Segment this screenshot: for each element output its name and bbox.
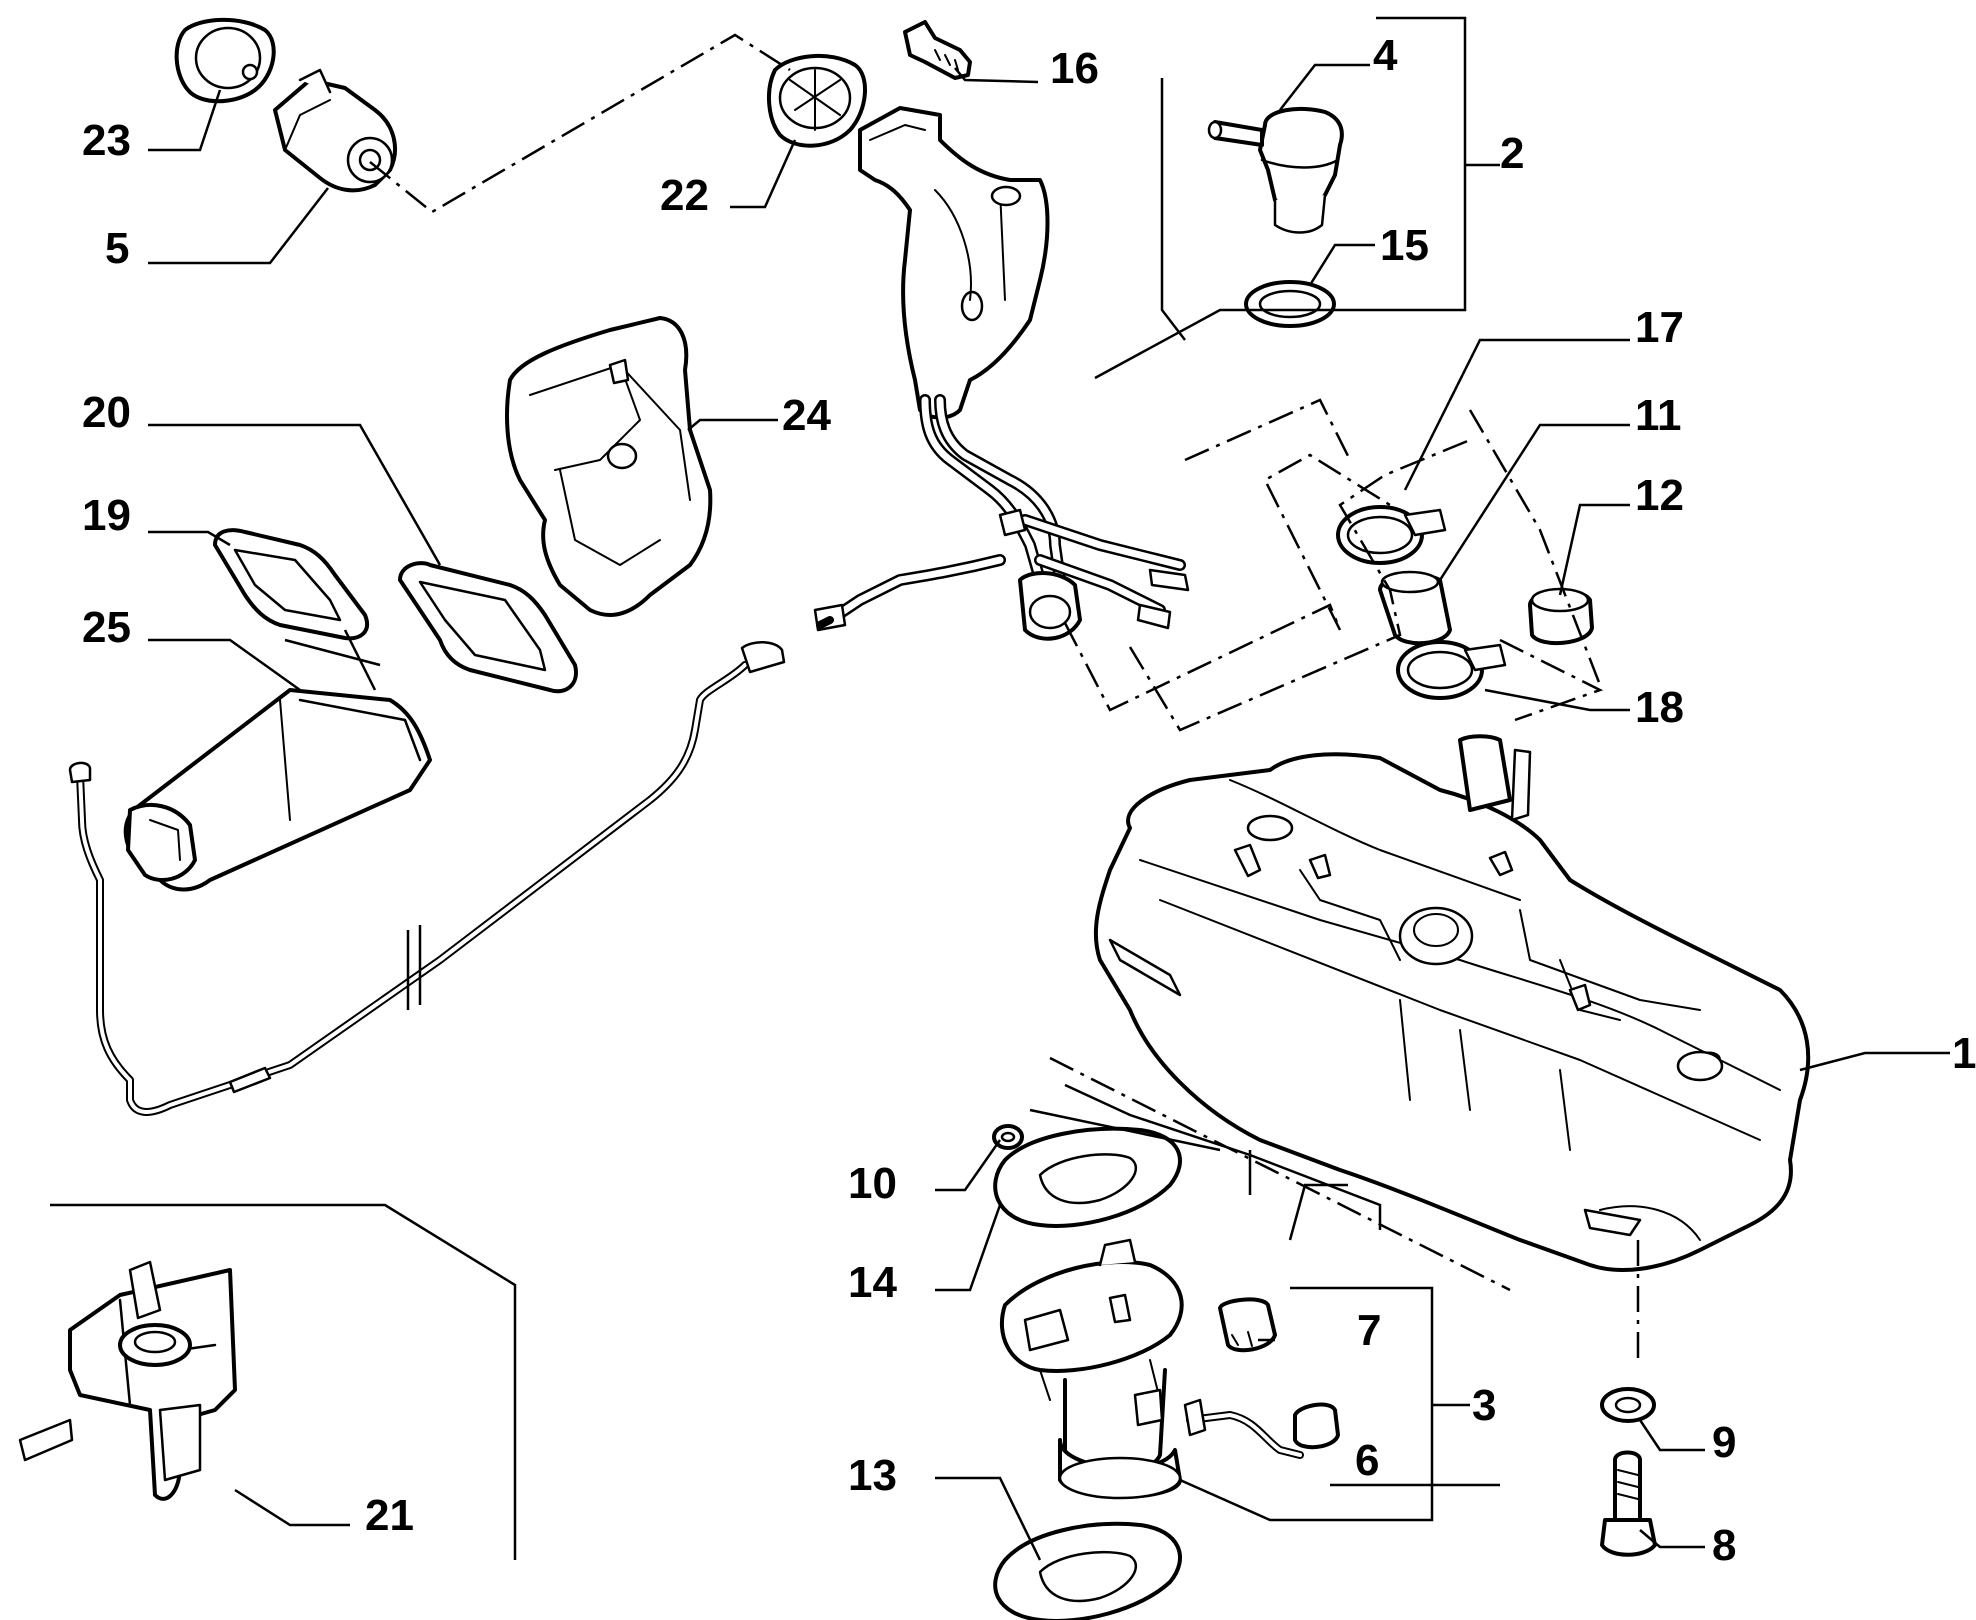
assembly-lines (369, 33, 1640, 1365)
hose-sleeve-11[interactable] (1378, 570, 1452, 646)
dim-lines (284, 629, 381, 691)
callout-7: 7 (1357, 1306, 1381, 1355)
callout-17: 17 (1635, 303, 1684, 352)
filler-pipes (813, 394, 1190, 641)
cap-disc[interactable] (174, 17, 276, 104)
callout-10: 10 (848, 1159, 897, 1208)
callout-8: 8 (1712, 1521, 1736, 1570)
callout-13: 13 (848, 1451, 897, 1500)
callout-9: 9 (1712, 1418, 1736, 1467)
callout-23: 23 (82, 116, 131, 165)
callout-20: 20 (82, 388, 131, 437)
bolt-8[interactable] (1600, 1450, 1657, 1557)
lock-cylinder[interactable] (273, 68, 397, 193)
connector-7[interactable] (1218, 1297, 1277, 1353)
washer-9[interactable] (1600, 1387, 1656, 1423)
canister-bracket[interactable] (18, 1260, 237, 1501)
gasket-plate-13[interactable] (993, 1521, 1182, 1620)
bracket-group-3 (1179, 1286, 1470, 1522)
callout-16: 16 (1050, 44, 1099, 93)
drain-hose[interactable] (123, 688, 432, 892)
callout-labels: 1 2 3 4 5 6 7 8 9 10 11 12 13 14 15 16 1… (82, 31, 1976, 1570)
callout-3: 3 (1472, 1381, 1496, 1430)
wiring-harness-6[interactable] (1183, 1398, 1340, 1459)
callout-21: 21 (365, 1491, 414, 1540)
bolt-16[interactable] (903, 20, 972, 80)
callout-22: 22 (660, 171, 709, 220)
grommet-12[interactable] (1528, 587, 1594, 646)
washer-10[interactable] (992, 1124, 1024, 1150)
callout-6: 6 (1355, 1436, 1379, 1485)
bracket-group-2 (1094, 16, 1500, 380)
filler-neck[interactable] (858, 106, 1050, 420)
seal-ring[interactable] (1244, 280, 1336, 328)
fuel-tank[interactable] (1093, 734, 1811, 1272)
callout-11: 11 (1635, 391, 1682, 440)
callout-24: 24 (782, 391, 831, 440)
filler-housing[interactable] (505, 316, 713, 617)
callout-19: 19 (82, 491, 131, 540)
callout-18: 18 (1635, 683, 1684, 732)
callout-14: 14 (848, 1258, 897, 1307)
hose-clamp-17[interactable] (1336, 505, 1447, 565)
callout-5: 5 (105, 224, 129, 273)
fuel-line (68, 616, 834, 1116)
callout-12: 12 (1635, 471, 1684, 520)
fuel-pump-module[interactable] (999, 1238, 1184, 1500)
gasket-19[interactable] (213, 528, 369, 641)
callout-1: 1 (1952, 1029, 1976, 1078)
filler-cap[interactable] (767, 53, 868, 148)
callout-15: 15 (1380, 221, 1429, 270)
leader-lines (148, 63, 1950, 1561)
vent-valve[interactable] (1207, 106, 1344, 234)
callout-25: 25 (82, 603, 131, 652)
frame-line-21 (50, 1083, 1382, 1560)
gasket-20[interactable] (398, 561, 578, 694)
callout-4: 4 (1373, 31, 1398, 80)
hose-clamp-18[interactable] (1396, 640, 1507, 700)
callout-2: 2 (1500, 129, 1524, 178)
gasket-plate-14[interactable] (993, 1126, 1182, 1228)
